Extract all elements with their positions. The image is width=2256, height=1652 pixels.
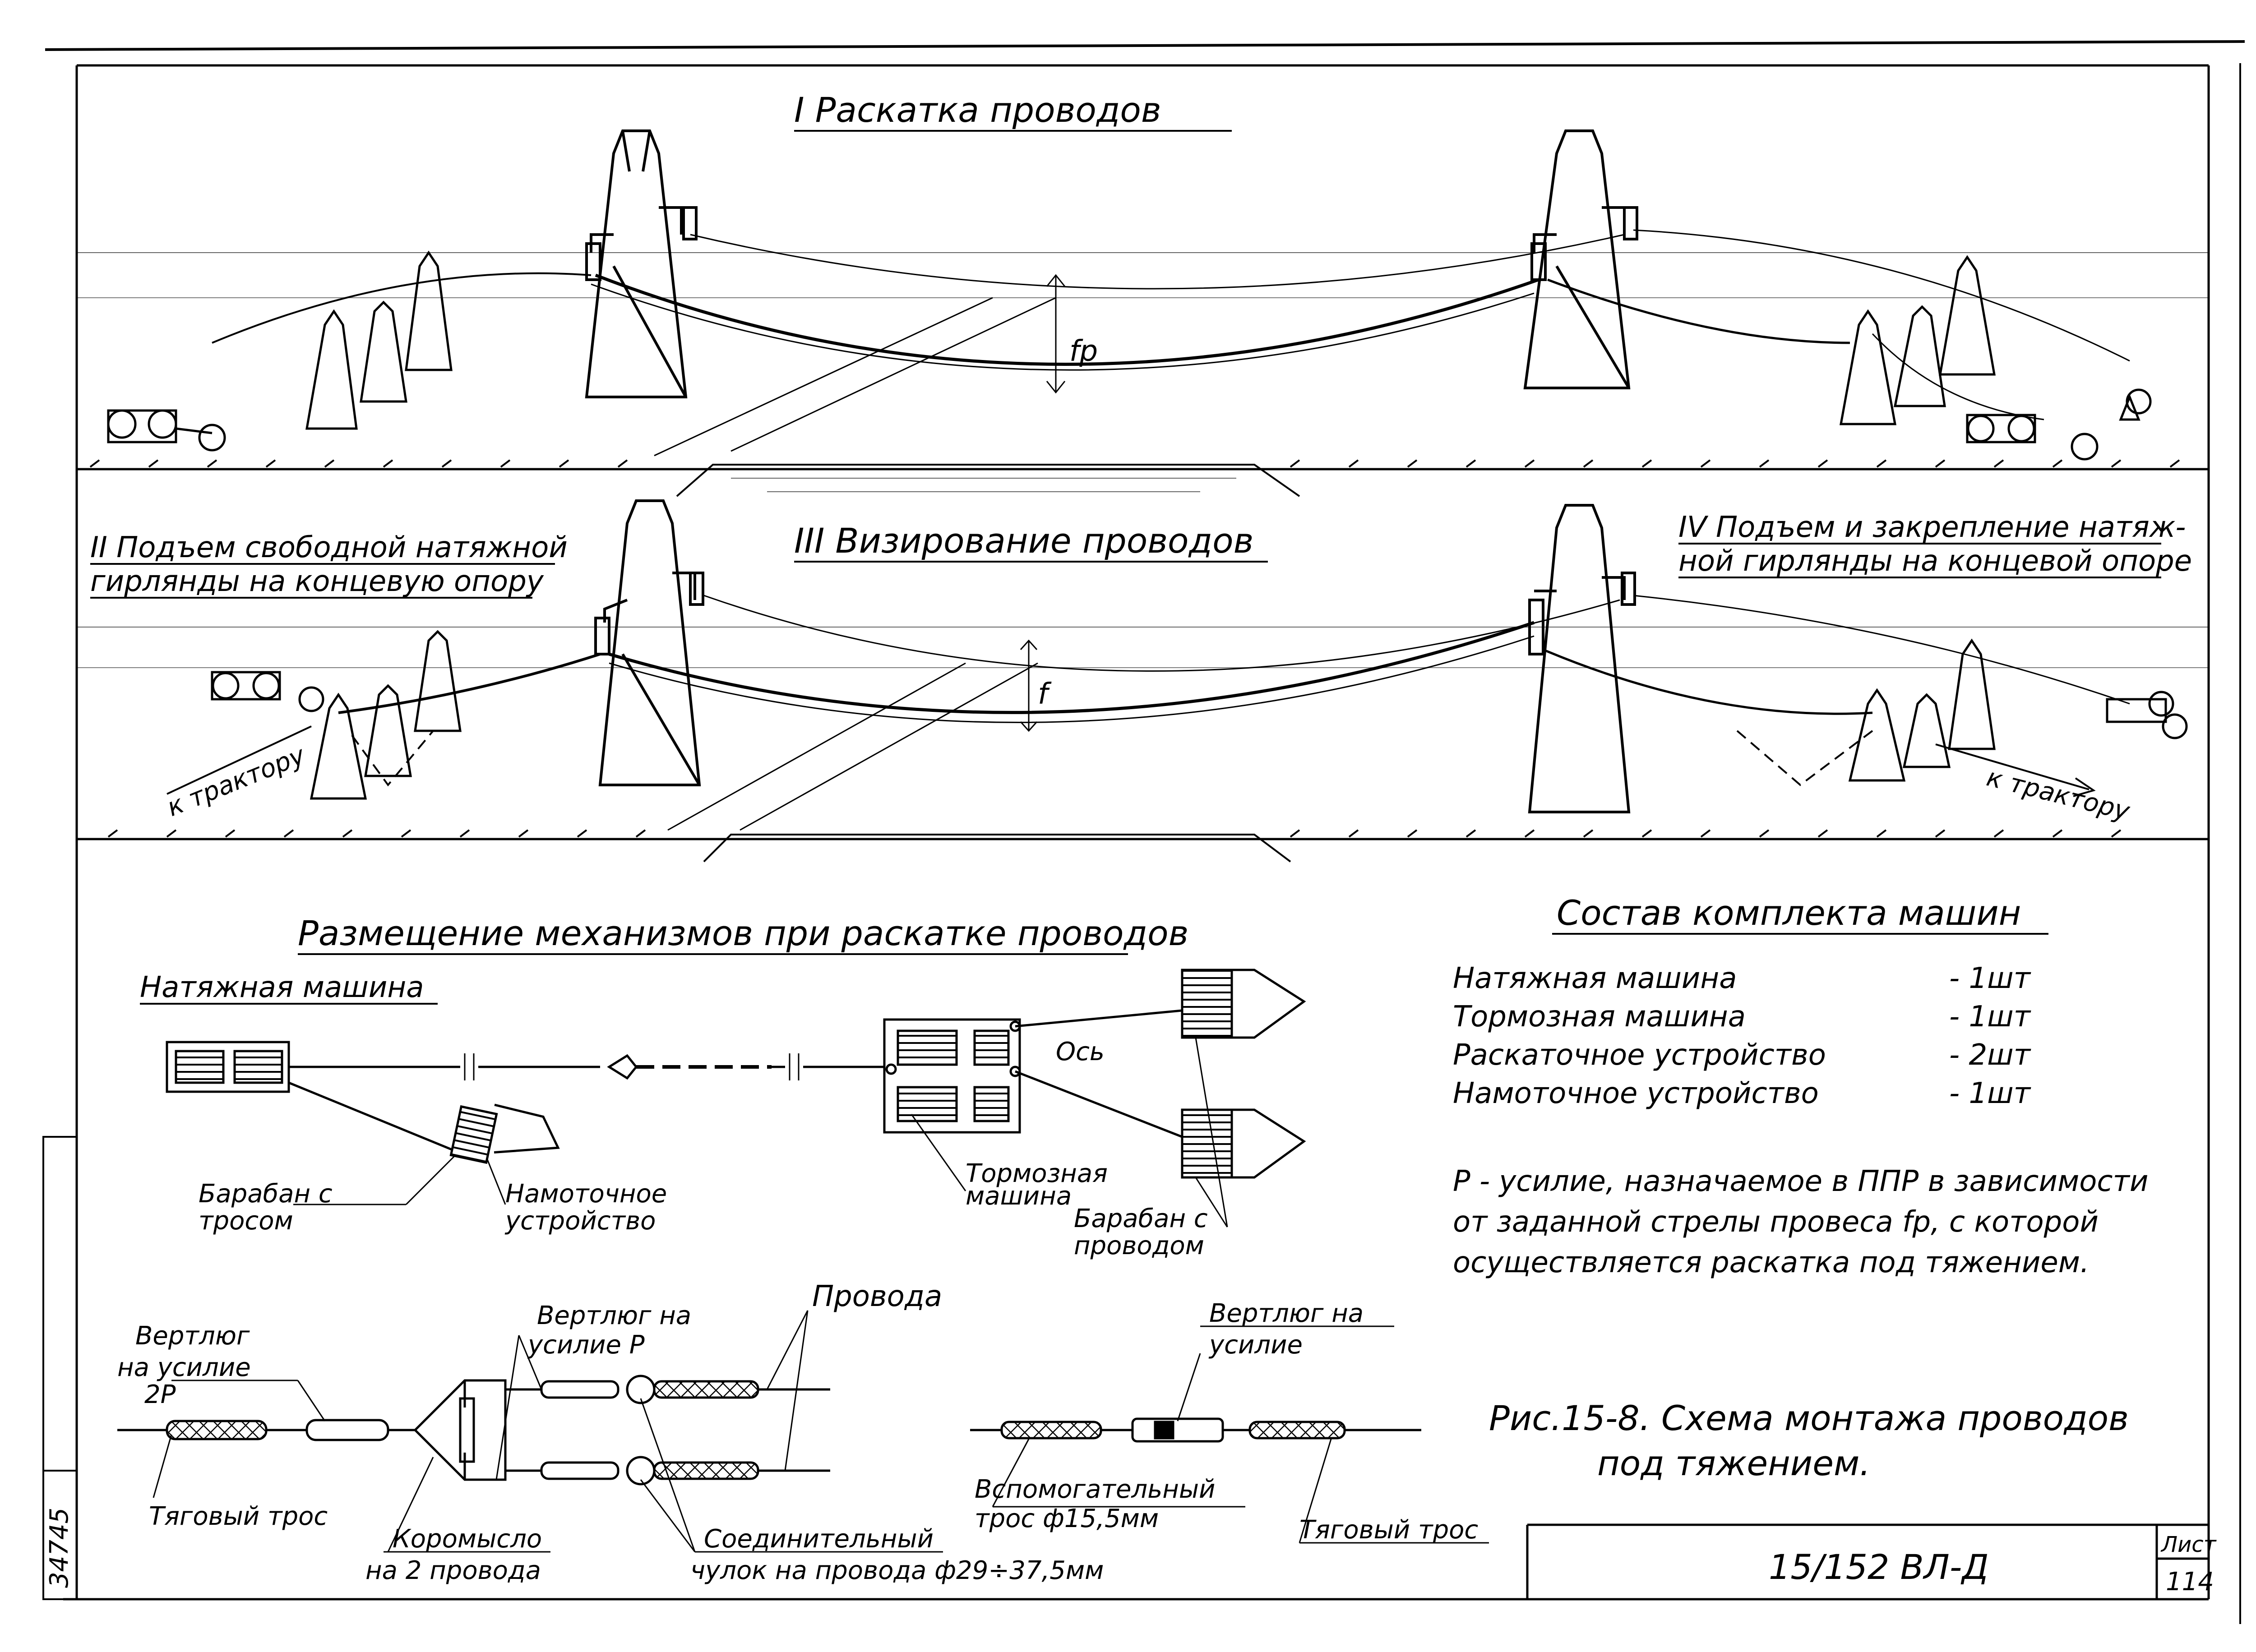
note-line-3: осуществляется раскатка под тяжением.	[1453, 1246, 2089, 1279]
scene-2-title-mid: III Визирование проводов	[794, 521, 1253, 561]
label-tension-machine: Натяжная машина	[140, 971, 424, 1004]
label-yoke-1: Коромысло	[393, 1524, 542, 1554]
small-towers-left-2	[310, 630, 462, 800]
machine-qty: - 1шт	[1949, 962, 2031, 995]
label-swivel-2: усилие	[1208, 1330, 1303, 1360]
tension-machine-scene2	[211, 671, 324, 712]
label-brake-1: Тормозная	[966, 1159, 1108, 1188]
scene-2-title-left-2: гирлянды на концевую опору	[90, 565, 544, 598]
label-sock-2: чулок на провода ф29÷37,5мм	[690, 1556, 1104, 1585]
wire-drum-bottom	[1181, 1108, 1306, 1179]
tower-1-left	[585, 129, 698, 398]
machine-name: Натяжная машина	[1453, 962, 1737, 995]
machines-title: Состав комплекта машин	[1557, 893, 2021, 933]
drawing-code: 15/152 ВЛ-Д	[1769, 1547, 1989, 1587]
machine-qty: - 2шт	[1949, 1038, 2031, 1072]
label-swivel-p-1: Вертлюг на	[537, 1301, 691, 1330]
detail-yoke-assembly	[117, 1310, 943, 1553]
archive-number: 34745	[45, 1508, 74, 1588]
small-towers-right	[1840, 255, 1996, 425]
sheet-label: Лист	[2160, 1532, 2217, 1557]
machine-name: Раскаточное устройство	[1453, 1038, 1826, 1072]
detail-single-swivel	[970, 1325, 1489, 1544]
mechanism-layout	[166, 969, 1306, 1227]
tower-3-left	[594, 499, 704, 786]
label-pull-rope-left: Тяговый трос	[149, 1502, 328, 1531]
label-wires: Провода	[812, 1280, 942, 1313]
scene-2-sighting	[77, 499, 2209, 863]
label-sock-1: Соединительный	[704, 1524, 934, 1554]
tower-4-right	[1528, 504, 1636, 813]
scene-1-pulling	[77, 129, 2209, 497]
note-line-2: от заданной стрелы провеса fр, с которой	[1453, 1205, 2099, 1239]
sheet-number: 114	[2166, 1567, 2214, 1597]
caption-line-2: под тяжением.	[1597, 1443, 1870, 1483]
machine-name: Тормозная машина	[1453, 1000, 1746, 1034]
machine-qty: - 1шт	[1949, 1077, 2031, 1110]
arrow-to-tractor-right: к трактору	[1984, 763, 2133, 827]
label-yoke-2: на 2 провода	[365, 1556, 541, 1585]
label-aux-rope-2: трос ф15,5мм	[975, 1504, 1159, 1533]
label-swivel-2p-1: Вертлюг	[135, 1321, 250, 1351]
tower-2-right	[1523, 129, 1638, 389]
label-aux-rope-1: Вспомогательный	[975, 1475, 1215, 1504]
label-swivel-1: Вертлюг на	[1209, 1299, 1364, 1328]
tension-machine-scene1	[107, 409, 226, 452]
machine-qty: - 1шт	[1949, 1000, 2031, 1034]
brake-machine-plan	[883, 1018, 1021, 1134]
label-swivel-2p-3: 2Р	[144, 1380, 176, 1409]
small-towers-right-2	[1848, 638, 1996, 782]
arrow-to-tractor-left: к трактору	[163, 740, 310, 822]
label-swivel-p-2: усилие Р	[527, 1330, 645, 1360]
brake-machine-scene2	[2106, 691, 2188, 739]
label-winder-2: устройство	[504, 1206, 656, 1236]
sheet-frame	[42, 40, 2245, 1624]
tension-machine-plan	[166, 1041, 290, 1093]
scene-2-title-right-2: ной гирлянды на концевой опоре	[1678, 545, 2192, 578]
label-drum-rope-1: Барабан с	[199, 1179, 333, 1209]
caption-line-1: Рис.15-8. Схема монтажа проводов	[1489, 1398, 2129, 1438]
scene-1-title: I Раскатка проводов	[794, 90, 1161, 130]
label-axis: Ось	[1056, 1037, 1105, 1066]
label-brake-2: машина	[966, 1181, 1072, 1211]
note-line-1: Р - усилие, назначаемое в ППР в зависимо…	[1453, 1165, 2148, 1198]
title-block	[1526, 1523, 2209, 1599]
layout-title: Размещение механизмов при раскатке прово…	[298, 913, 1188, 953]
label-drum-wire-1: Барабан с	[1074, 1204, 1208, 1233]
label-swivel-2p-2: на усилие	[117, 1353, 251, 1382]
scene-1-sag-label: fp	[1069, 335, 1098, 368]
winder-drum	[449, 1103, 560, 1164]
scene-2-sag-label: f	[1038, 678, 1052, 711]
machine-name: Намоточное устройство	[1453, 1077, 1819, 1110]
scene-dividers	[77, 468, 2209, 840]
label-pull-rope-right: Тяговый трос	[1299, 1515, 1478, 1545]
label-drum-wire-2: проводом	[1074, 1231, 1204, 1260]
small-towers-left	[305, 250, 453, 430]
scene-2-title-right-1: IV Подъем и закрепление натяж-	[1678, 511, 2186, 544]
label-drum-rope-2: тросом	[199, 1206, 293, 1236]
wire-drum-top	[1181, 969, 1306, 1039]
label-winder-1: Намоточное	[505, 1179, 667, 1209]
scene-2-title-left-1: II Подъем свободной натяжной	[90, 531, 568, 564]
machines-list: Натяжная машина - 1шт Тормозная машина -…	[1453, 962, 2031, 1110]
brake-machine-scene1	[1966, 388, 2152, 461]
